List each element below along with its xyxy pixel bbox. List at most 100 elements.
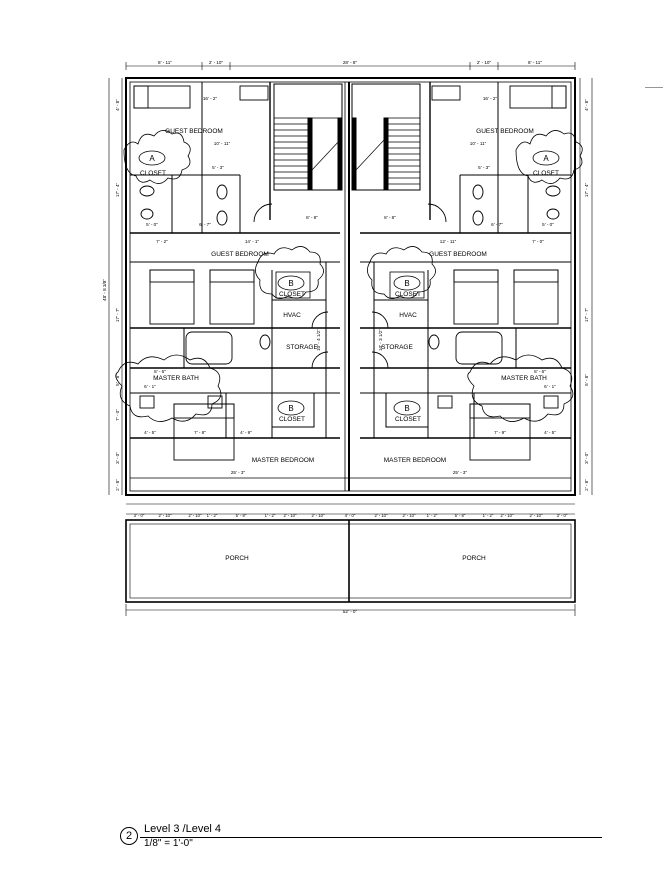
dim-text: 5' - 8" (115, 374, 120, 386)
tag-b: B (288, 404, 293, 413)
dim-text: 3' - 0" (115, 452, 120, 464)
dim-text: 7' - 0" (532, 239, 544, 244)
room-label-porch: PORCH (225, 555, 249, 562)
tag-b: B (404, 404, 409, 413)
dim-text: 7' - 2" (156, 239, 168, 244)
dim-text: 7' - 9" (494, 430, 506, 435)
dim-text: 16' - 2" (203, 96, 218, 101)
dim-text: 4' - 5" (144, 430, 156, 435)
view-scale: 1/8" = 1'-0" (144, 838, 193, 849)
dim-text: 17' - 4" (115, 183, 120, 198)
room-label-guest-bedroom: GUEST BEDROOM (165, 128, 223, 135)
dim-text: 5' - 3" (478, 165, 490, 170)
title-underline (140, 837, 602, 838)
tag-b: B (404, 279, 409, 288)
dim-text: 5' - 8" (455, 513, 466, 518)
dim-text: 2' - 10" (501, 513, 515, 518)
porch-outline (125, 503, 576, 603)
view-title: Level 3 /Level 4 (144, 823, 222, 835)
dim-text: 25' - 3" (231, 470, 246, 475)
room-label-guest-bedroom: GUEST BEDROOM (476, 128, 534, 135)
dim-text: 8' - 6" (534, 369, 546, 374)
dim-text: 3' - 0" (557, 513, 568, 518)
dim-text: 8' - 11" (158, 60, 172, 65)
dim-text: 7' - 8" (194, 430, 206, 435)
dim-text: 16' - 2" (483, 96, 498, 101)
room-label-hvac: HVAC (399, 312, 417, 319)
view-number-bubble: 2 (120, 827, 138, 845)
dim-text: 2' - 10" (403, 513, 417, 518)
dim-text: 6' - 7" (491, 222, 503, 227)
dim-text: 2' - 10" (477, 60, 492, 65)
dim-text: 1' - 2" (483, 513, 494, 518)
dim-text: 14' - 1" (245, 239, 260, 244)
dim-text: 25' - 3" (453, 470, 468, 475)
dim-text: 1' - 2" (427, 513, 438, 518)
dim-text: 4' - 5" (544, 430, 556, 435)
dim-text: 3' - 0" (584, 452, 589, 464)
room-label-storage: STORAGE (381, 344, 413, 351)
room-label-master-bath: MASTER BATH (501, 375, 547, 382)
dim-text: 2' - 10" (530, 513, 544, 518)
room-label-guest-bedroom: GUEST BEDROOM (211, 251, 269, 258)
dim-text: 2' - 10" (189, 513, 203, 518)
dim-text: 10' - 4 1/2" (316, 329, 321, 351)
room-label-master-bedroom: MASTER BEDROOM (384, 457, 446, 464)
tag-a: A (149, 154, 155, 163)
dim-text: 17' - 7" (115, 308, 120, 323)
dim-text: 17' - 4" (584, 183, 589, 198)
dim-text: 2' - 8" (584, 479, 589, 491)
dim-text: 28' - 8" (343, 60, 358, 65)
dim-text: 10' - 11" (470, 141, 487, 146)
dim-text: 5' - 0" (542, 222, 554, 227)
dim-text: 10' - 11" (214, 141, 231, 146)
dim-text: 3' - 0" (134, 513, 145, 518)
dim-text: 48' - 8 3/8" (102, 279, 107, 301)
dim-text: 8' - 8" (306, 215, 318, 220)
dim-text: 1' - 2" (265, 513, 276, 518)
revision-clouds (115, 130, 583, 422)
dim-text: 2' - 10" (312, 513, 326, 518)
dim-text: 10' - 3 1/2" (378, 329, 383, 351)
room-label-guest-bedroom: GUEST BEDROOM (429, 251, 487, 258)
room-label-closet: CLOSET (140, 170, 166, 177)
furniture (133, 85, 567, 461)
dim-text: 8' - 6" (154, 369, 166, 374)
room-label-master-bedroom: MASTER BEDROOM (252, 457, 314, 464)
tag-b: B (288, 279, 293, 288)
dim-text: 6' - 7" (199, 222, 211, 227)
dim-text: 4' - 8" (115, 99, 120, 111)
dim-text: 5' - 0" (146, 222, 158, 227)
room-label-closet: CLOSET (395, 291, 421, 298)
dim-text: 2' - 10" (159, 513, 173, 518)
walls (125, 77, 576, 496)
room-label-closet: CLOSET (279, 416, 305, 423)
dim-text: 1' - 2" (207, 513, 218, 518)
room-label-closet: CLOSET (395, 416, 421, 423)
dim-text: 12' - 11" (440, 239, 457, 244)
dim-text: 5' - 8" (236, 513, 247, 518)
dim-text: 5' - 3" (212, 165, 224, 170)
tag-bubbles (138, 150, 560, 416)
dim-text: 2' - 10" (375, 513, 389, 518)
dim-text: 8' - 8" (384, 215, 396, 220)
room-label-closet: CLOSET (279, 291, 305, 298)
dim-text: 7' - 0" (115, 409, 120, 421)
dim-text: 6' - 1" (144, 384, 156, 389)
view-title-block: 2 Level 3 /Level 4 1/8" = 1'-0" (118, 822, 604, 862)
dim-text: 2' - 8" (115, 479, 120, 491)
stairs (273, 83, 421, 191)
dim-text: 4' - 8" (584, 99, 589, 111)
room-label-porch: PORCH (462, 555, 486, 562)
dim-text: 2' - 10" (209, 60, 224, 65)
dimension-lines (108, 62, 593, 616)
dim-text: 17' - 7" (584, 308, 589, 323)
dim-text: 5' - 8" (584, 374, 589, 386)
dim-text: 4' - 0" (345, 513, 356, 518)
dim-text: 6' - 1" (544, 384, 556, 389)
dim-text: 2' - 10" (284, 513, 298, 518)
room-label-master-bath: MASTER BATH (153, 375, 199, 382)
room-label-storage: STORAGE (286, 344, 318, 351)
tag-a: A (543, 154, 549, 163)
